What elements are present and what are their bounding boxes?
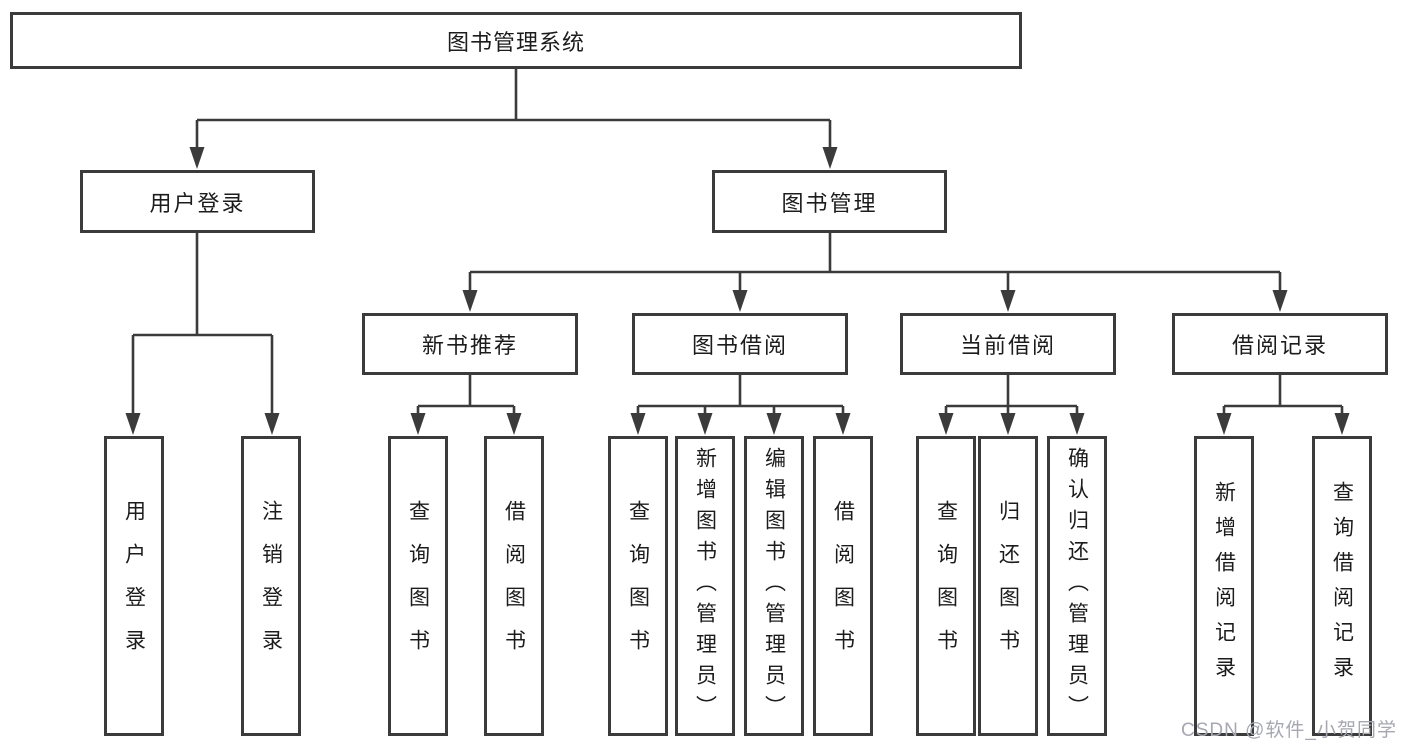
leaf-bb-edit-books-admin: 编辑图书（管理员） (744, 436, 804, 736)
node-book-management: 图书管理 (712, 170, 947, 233)
leaf-cb-return-books-label: 归还图书 (996, 500, 1020, 672)
leaf-br-add-record-label: 新增借阅记录 (1212, 481, 1236, 691)
node-borrowing-records: 借阅记录 (1172, 313, 1388, 375)
leaf-bb-borrow-books: 借阅图书 (813, 436, 873, 736)
leaf-user-login-label: 用户登录 (122, 500, 146, 672)
leaf-logout-login-label: 注销登录 (259, 500, 283, 672)
leaf-br-add-record: 新增借阅记录 (1194, 436, 1254, 736)
leaf-cb-query-books: 查询图书 (916, 436, 976, 736)
node-new-book-recommend: 新书推荐 (362, 313, 578, 375)
node-current-borrowing: 当前借阅 (900, 313, 1116, 375)
node-root-system: 图书管理系统 (10, 12, 1022, 69)
leaf-cb-return-books: 归还图书 (978, 436, 1038, 736)
node-user-login: 用户登录 (80, 170, 315, 233)
leaf-bb-query-books: 查询图书 (608, 436, 668, 736)
leaf-nbr-borrow-books-label: 借阅图书 (502, 500, 526, 672)
leaf-bb-edit-books-admin-label: 编辑图书（管理员） (762, 446, 786, 726)
leaf-br-query-record-label: 查询借阅记录 (1330, 481, 1354, 691)
leaf-bb-add-books-admin: 新增图书（管理员） (675, 436, 735, 736)
leaf-bb-borrow-books-label: 借阅图书 (831, 500, 855, 672)
leaf-user-login: 用户登录 (104, 436, 164, 736)
leaf-nbr-query-books: 查询图书 (388, 436, 448, 736)
leaf-br-query-record: 查询借阅记录 (1312, 436, 1372, 736)
leaf-bb-add-books-admin-label: 新增图书（管理员） (693, 446, 717, 726)
leaf-logout-login: 注销登录 (241, 436, 301, 736)
leaf-nbr-borrow-books: 借阅图书 (484, 436, 544, 736)
leaf-nbr-query-books-label: 查询图书 (406, 500, 430, 672)
leaf-bb-query-books-label: 查询图书 (626, 500, 650, 672)
watermark: CSDN @软件_小贺同学 (1181, 720, 1397, 741)
leaf-cb-confirm-return-admin: 确认归还（管理员） (1047, 436, 1107, 736)
leaf-cb-query-books-label: 查询图书 (934, 500, 958, 672)
node-book-borrowing: 图书借阅 (632, 313, 848, 375)
leaf-cb-confirm-return-admin-label: 确认归还（管理员） (1065, 446, 1089, 726)
